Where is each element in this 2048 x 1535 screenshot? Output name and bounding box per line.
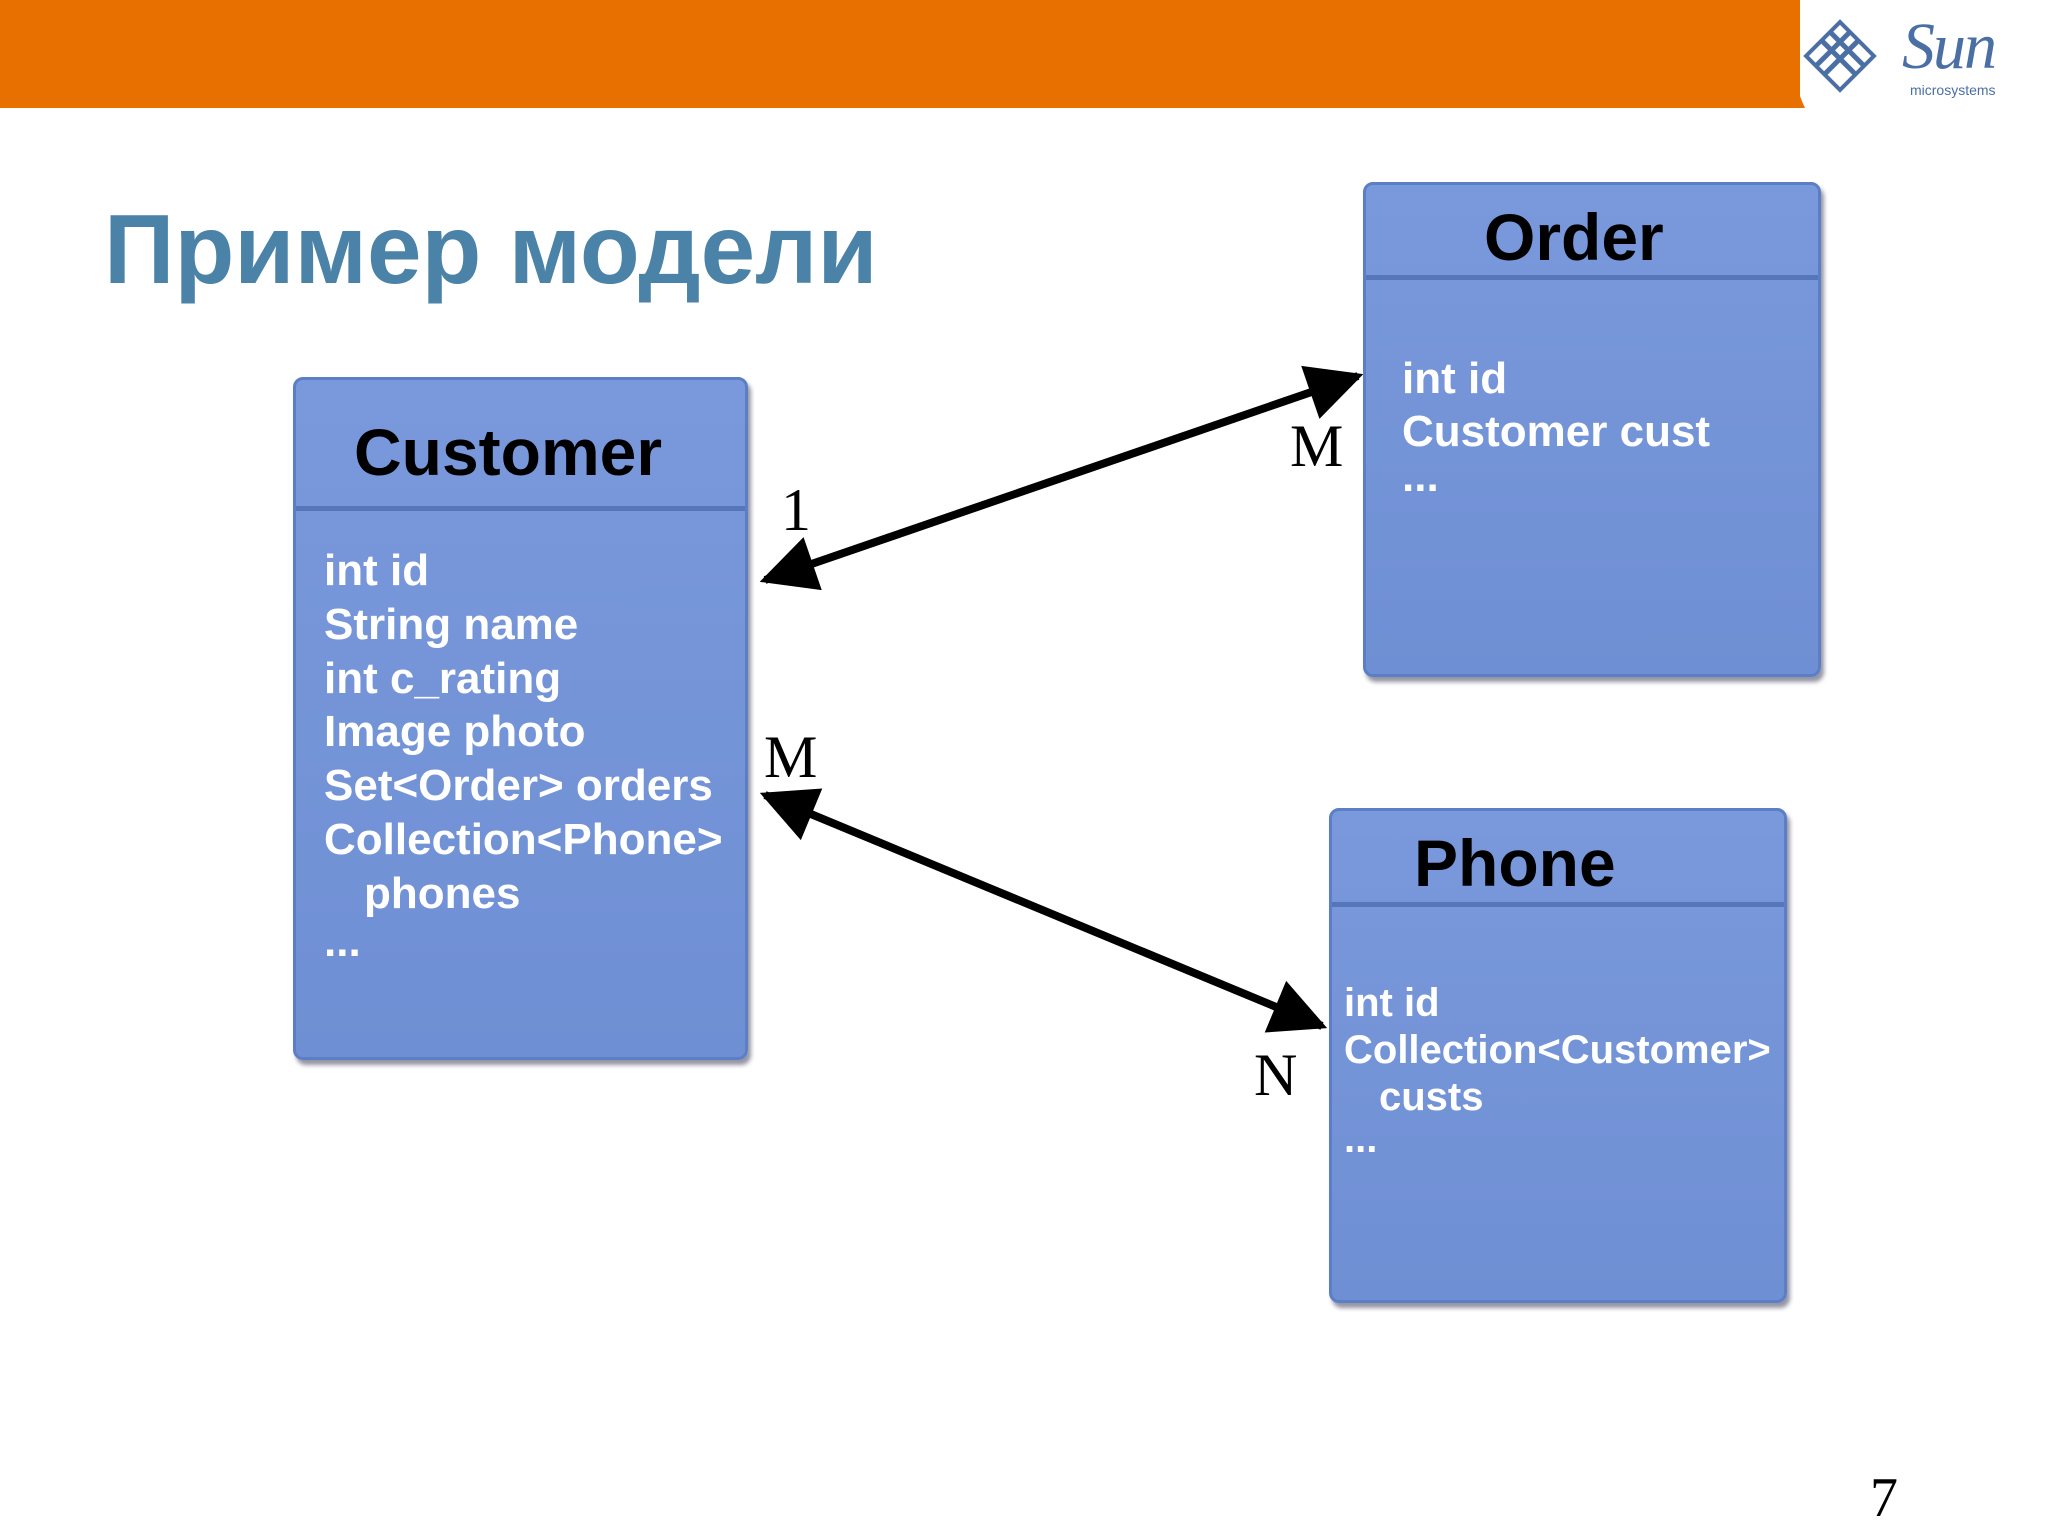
phone-entity: Phone int id Collection<Customer> custs … xyxy=(1329,808,1787,1303)
multiplicity-customer-phone-target: N xyxy=(1254,1042,1298,1108)
order-field: Customer cust xyxy=(1402,407,1711,456)
customer-field: ... xyxy=(324,917,361,966)
logo-background xyxy=(1780,0,1877,108)
customer-field: Set<Order> orders xyxy=(324,761,713,810)
phone-field: Collection<Customer> xyxy=(1344,1028,1771,1072)
phone-field: ... xyxy=(1344,1117,1378,1161)
customer-field: Image photo xyxy=(324,707,586,756)
customer-entity: Customer int id String name int c_rating… xyxy=(293,377,748,1060)
order-entity: Order int id Customer cust ... xyxy=(1363,182,1821,677)
customer-field: int id xyxy=(324,546,430,595)
multiplicity-customer-phone-source: M xyxy=(764,724,818,790)
sun-logo: Sun microsystems xyxy=(1780,0,2048,108)
multiplicity-customer-order-target: M xyxy=(1290,413,1344,479)
header-bar xyxy=(0,0,1800,108)
customer-field: phones xyxy=(364,869,521,918)
logo-wordmark: Sun xyxy=(1902,10,1997,83)
customer-field: int c_rating xyxy=(324,654,562,703)
phone-entity-title: Phone xyxy=(1332,811,1784,907)
order-field: ... xyxy=(1402,452,1439,501)
order-field: int id xyxy=(1402,354,1508,403)
page-number: 7 xyxy=(1870,1467,1898,1529)
slide-title: Пример модели xyxy=(104,194,878,304)
relation-customer-phone-line xyxy=(759,788,1328,1033)
customer-field: String name xyxy=(324,600,579,649)
logo-subtitle: microsystems xyxy=(1910,82,1996,98)
phone-field: int id xyxy=(1344,981,1440,1025)
customer-field: Collection<Phone> xyxy=(324,815,723,864)
customer-entity-title: Customer xyxy=(296,380,745,511)
phone-field: custs xyxy=(1379,1075,1484,1119)
multiplicity-customer-order-source: 1 xyxy=(781,477,811,543)
sun-diamond-icon xyxy=(1803,19,1877,93)
relation-customer-order-line xyxy=(759,365,1364,591)
order-entity-title: Order xyxy=(1366,185,1818,280)
